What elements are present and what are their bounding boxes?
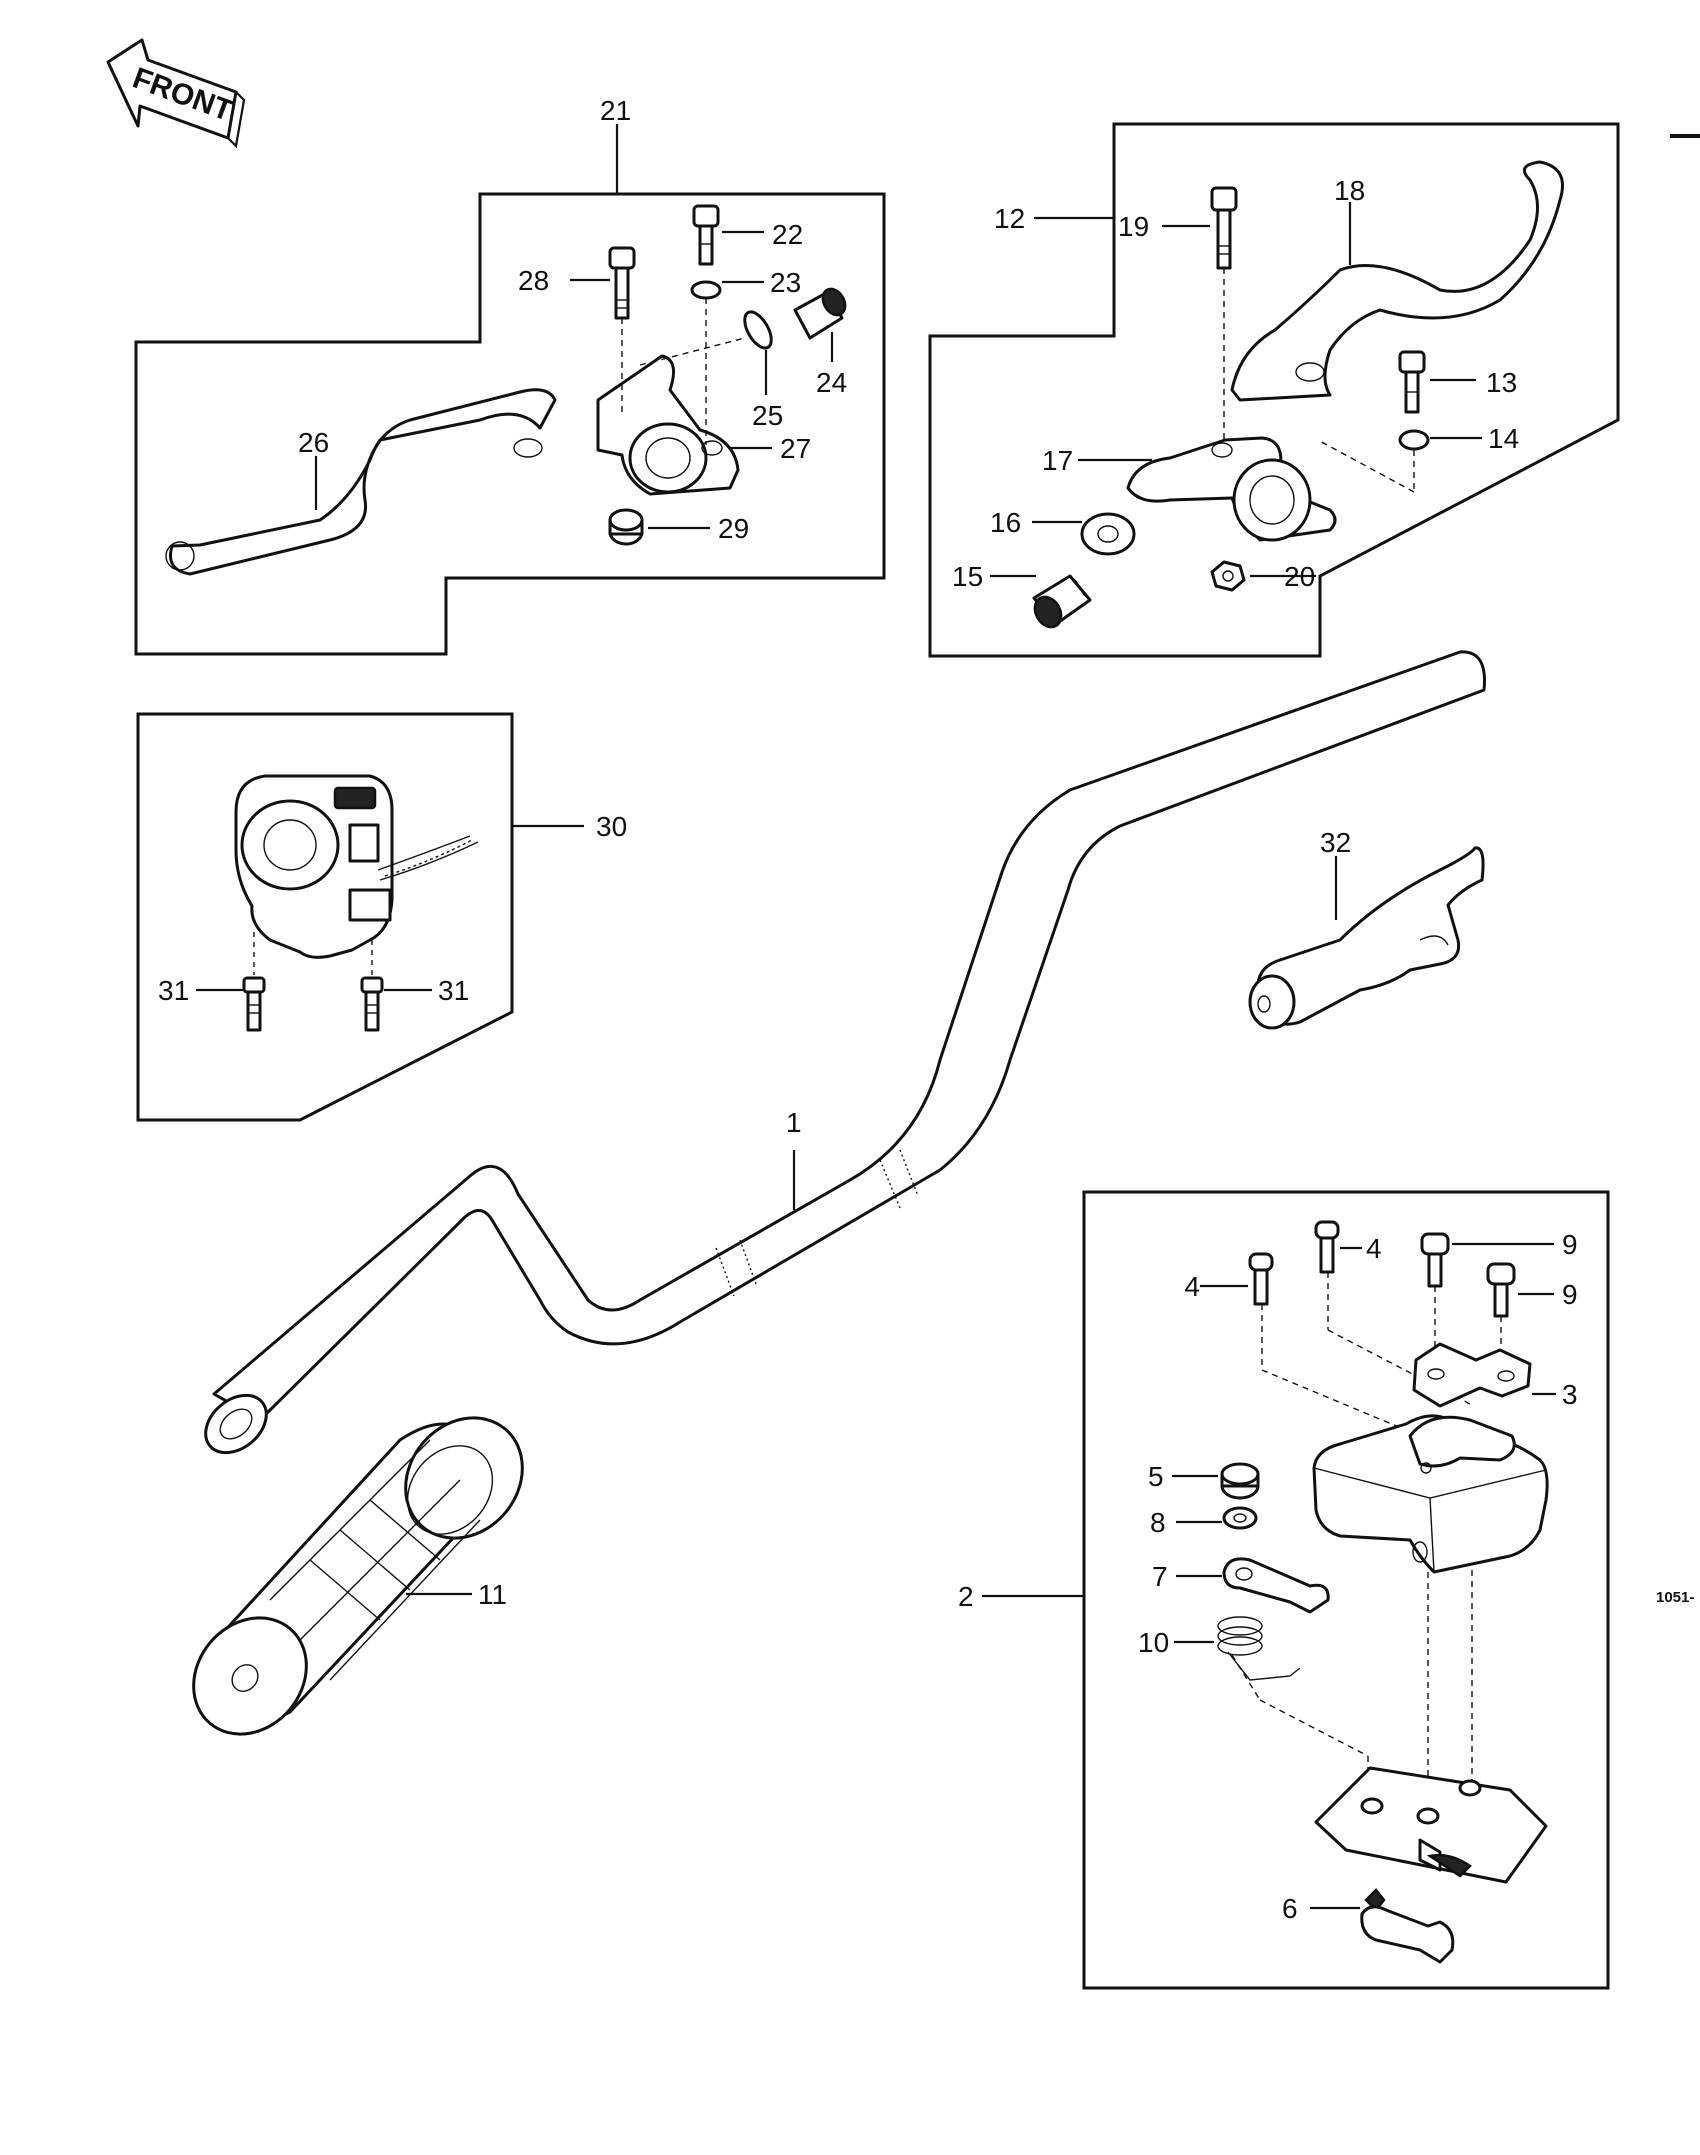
nut-20 [1210,560,1246,592]
washer-25 [743,310,773,350]
clamp-3 [1412,1342,1532,1408]
callout-32: 32 [1320,827,1351,858]
callout-12: 12 [994,203,1025,234]
callout-6: 6 [1282,1893,1298,1924]
callout-26: 26 [298,427,329,458]
screw-31-right [360,940,384,1032]
callout-31-left: 31 [158,975,189,1006]
callout-3: 3 [1562,1379,1578,1410]
callout-11: 11 [478,1579,507,1610]
lower-assembly-box [1082,1190,1610,1990]
callout-24: 24 [816,367,847,398]
nut-5 [1220,1462,1260,1500]
reference-code: 1051- [1656,1589,1694,1606]
switch-assembly-box [136,712,514,1122]
callout-13: 13 [1486,367,1517,398]
choke-knob-6 [1360,1888,1455,1964]
callout-14: 14 [1488,423,1519,454]
callout-20: 20 [1284,561,1315,592]
right-lever-assembly-box [928,122,1620,658]
callout-18: 18 [1334,175,1365,206]
callout-10: 10 [1138,1627,1169,1658]
lever-holder-27 [596,354,740,496]
bolt-19 [1210,186,1238,270]
callout-4-left: 4 [1184,1271,1200,1302]
callout-2: 2 [958,1581,974,1612]
callout-9-lower: 9 [1562,1279,1578,1310]
grip-11 [192,1416,524,1736]
callout-25: 25 [752,400,783,431]
screw-4-left [1248,1252,1274,1306]
callout-19: 19 [1118,211,1149,242]
choke-housing [1312,1414,1549,1574]
callout-31-right: 31 [438,975,469,1006]
bolt-13 [1398,350,1426,414]
left-lever-assembly-box [134,192,886,656]
callout-17: 17 [1042,445,1073,476]
screw-4-right [1314,1220,1340,1274]
callout-4-right: 4 [1366,1233,1382,1264]
callout-30: 30 [596,811,627,842]
callout-15: 15 [952,561,983,592]
callout-16: 16 [990,507,1021,538]
washer-14 [1398,429,1430,451]
handlebar-switch-30 [234,774,479,959]
callout-1: 1 [786,1107,802,1138]
washer-23 [690,280,722,300]
adjuster-15 [1032,574,1092,629]
callout-27: 27 [780,433,811,464]
washer-8 [1222,1506,1258,1530]
lever-cover-32 [1248,846,1485,1030]
spring-10 [1217,1616,1301,1681]
callout-22: 22 [772,219,803,250]
callout-7: 7 [1152,1561,1168,1592]
front-arrow-icon: FRONT [106,38,246,149]
clutch-lever-26 [165,388,557,576]
callout-5: 5 [1148,1461,1164,1492]
screw-31-left [242,932,266,1032]
callout-8: 8 [1150,1507,1166,1538]
adjuster-24 [793,287,847,340]
brake-lever-18 [1230,160,1564,402]
callout-21: 21 [600,95,631,126]
callout-29: 29 [718,513,749,544]
handlebar-1 [204,650,1486,1455]
lever-holder-17 [1126,436,1337,542]
choke-lever-7 [1222,1557,1330,1614]
callout-9-upper: 9 [1562,1229,1578,1260]
screw-9-right [1486,1262,1516,1318]
callout-28: 28 [518,265,549,296]
screw-9-left [1420,1232,1450,1288]
washer-16 [1080,512,1136,556]
base-plate [1314,1766,1548,1884]
callout-23: 23 [770,267,801,298]
bolt-28 [608,246,636,320]
nut-29 [608,508,644,546]
bolt-22 [692,204,720,266]
